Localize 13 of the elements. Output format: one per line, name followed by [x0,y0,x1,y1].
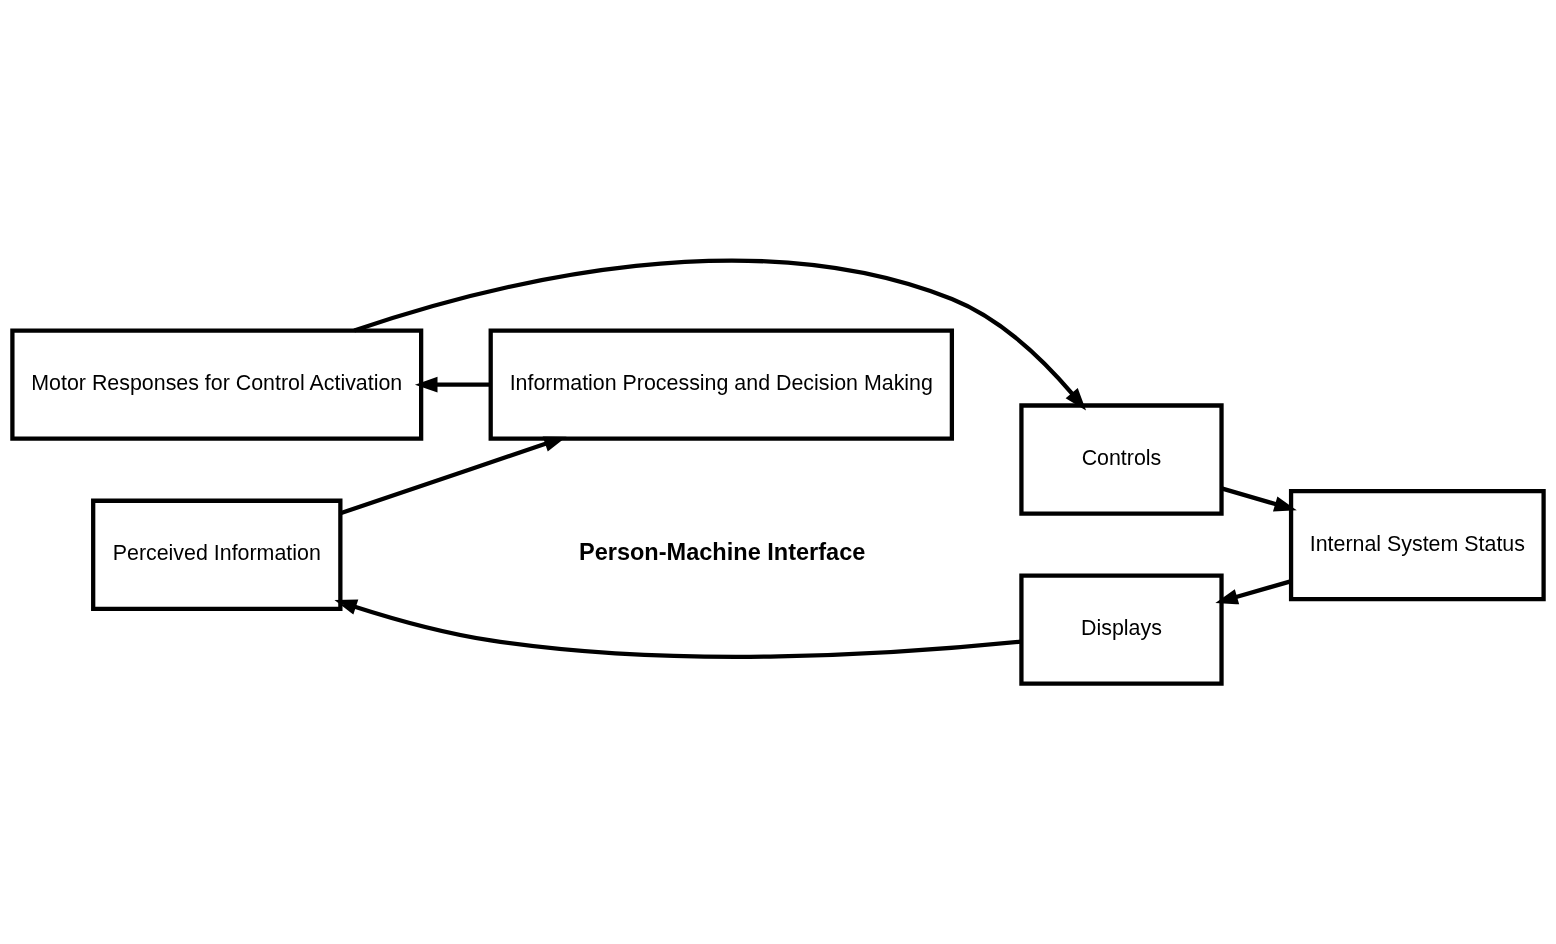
arrow [415,376,491,393]
node-box: Information Processing and Decision Making [488,328,954,441]
arrow [334,599,1022,659]
arrow [353,258,1087,411]
arrow [1215,579,1292,605]
label: Person-Machine Interface [578,538,866,565]
node-box: Controls [1019,403,1224,516]
node-box: Motor Responses for Control Activation [10,328,424,441]
node-box: Perceived Information [91,498,343,611]
node-box: Internal System Status [1288,489,1546,602]
arrow [1220,486,1297,512]
node-box: Displays [1019,573,1224,686]
arrow [339,436,567,516]
